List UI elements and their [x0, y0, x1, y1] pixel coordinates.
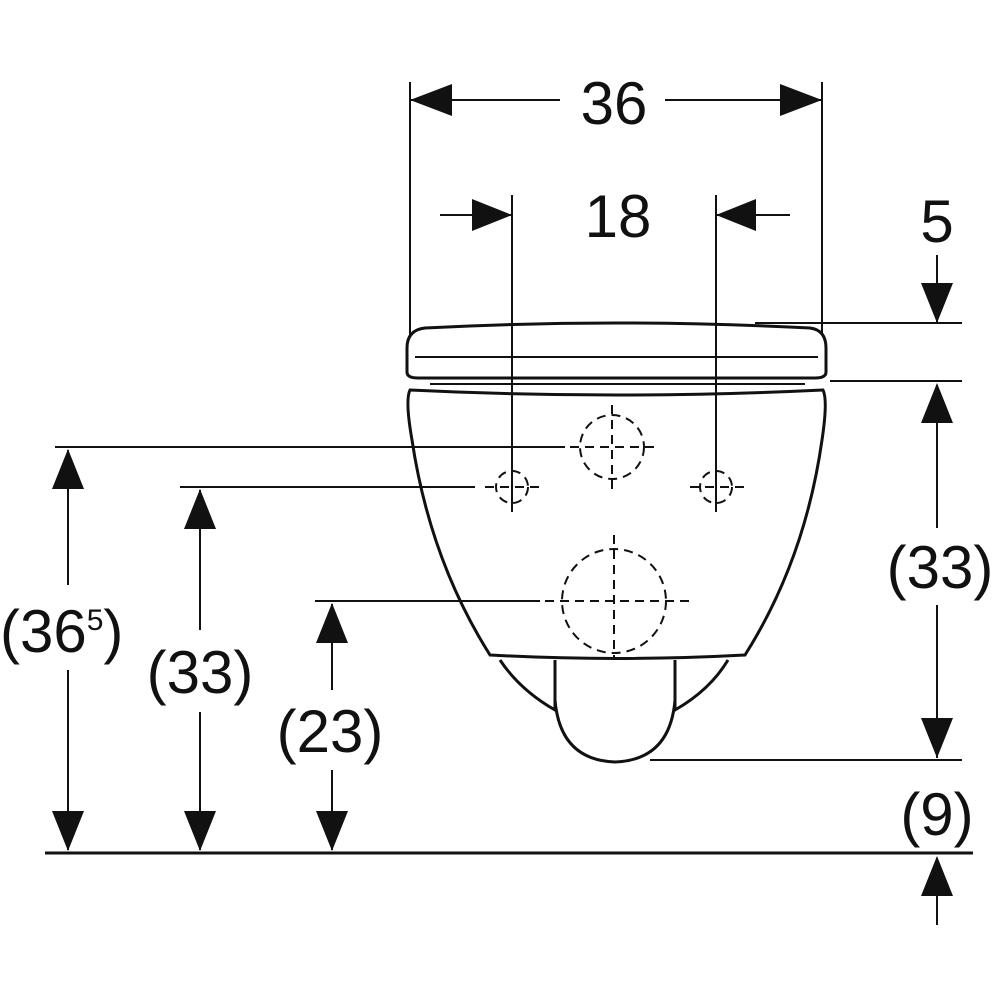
dimension-outlet-height: (9)	[900, 781, 974, 925]
toilet-bowl	[406, 388, 827, 764]
label-top-hole-height: (36	[0, 598, 87, 665]
dimension-bowl-height: (33)	[650, 383, 994, 761]
dimension-seat-thickness: 5	[755, 188, 962, 382]
label-fixing-height: (33)	[147, 639, 254, 706]
fixing-hole-right	[690, 470, 745, 504]
dimension-outlet-center-height: (23)	[277, 600, 540, 851]
outlet-hole	[545, 535, 690, 660]
label-top-hole-height-superscript: 5	[87, 604, 104, 637]
label-outlet-height: (9)	[900, 781, 973, 848]
label-top-hole-height-close: )	[103, 598, 123, 665]
svg-text:(365): (365)	[0, 598, 123, 665]
label-overall-width: 36	[581, 70, 648, 137]
label-seat-thickness: 5	[920, 188, 953, 255]
fixing-hole-left	[485, 470, 540, 504]
dimension-top-hole-height: (365)	[0, 446, 565, 851]
label-fixing-spacing: 18	[585, 183, 652, 250]
hole-top-center	[570, 405, 655, 490]
label-outlet-center-height: (23)	[277, 698, 384, 765]
toilet-seat	[405, 321, 828, 385]
dimension-overall-width: 36	[409, 70, 823, 335]
dimension-fixing-spacing: 18	[440, 183, 790, 512]
dimension-fixing-height: (33)	[147, 486, 475, 851]
label-bowl-height: (33)	[887, 534, 994, 601]
